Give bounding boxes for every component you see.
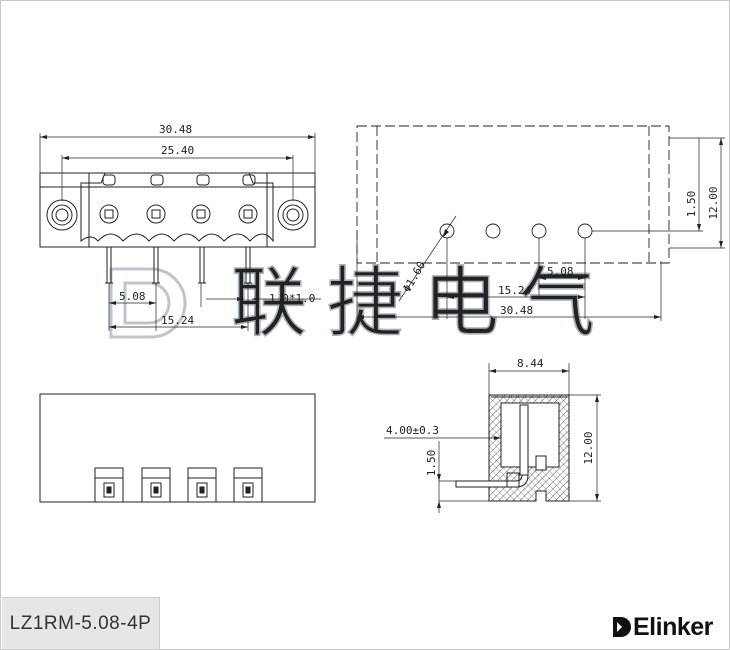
watermark-logo-icon	[109, 267, 187, 339]
screw-4	[238, 204, 258, 224]
bottom-view	[39, 393, 316, 503]
brand-logo: Elinker	[611, 613, 713, 641]
pcb-view	[356, 125, 670, 264]
front-span: 15.24	[161, 314, 194, 327]
side-height: 12.00	[707, 186, 720, 219]
model-number: LZ1RM-5.08-4P	[9, 613, 152, 634]
screw-3	[191, 204, 211, 224]
front-pin-size: 1.0*1.0	[269, 292, 315, 305]
brand-name: Elinker	[633, 612, 713, 641]
front-pins	[105, 246, 252, 284]
pcb-holes	[439, 223, 593, 239]
screw-2	[146, 204, 166, 224]
screw-1	[99, 204, 119, 224]
watermark-text: 联捷电气	[231, 258, 615, 347]
bottom-pin-1	[94, 467, 124, 503]
profile-height: 12.00	[582, 431, 595, 464]
profile-width: 8.44	[517, 357, 544, 370]
bottom-pin-2	[141, 467, 171, 503]
model-number-box: LZ1RM-5.08-4P	[2, 597, 160, 649]
watermark: 联捷电气	[109, 257, 615, 348]
front-pitch: 5.08	[119, 290, 146, 303]
front-outer-pitch: 25.40	[161, 144, 194, 157]
side-profile	[455, 394, 570, 502]
profile-pin-length: 4.00±0.3	[386, 424, 439, 437]
bottom-pin-4	[233, 467, 263, 503]
pcb-pitch: 5.08	[547, 265, 574, 278]
bottom-pin-3	[187, 467, 217, 503]
front-total-width: 30.48	[159, 123, 192, 136]
side-offset: 1.50	[685, 191, 698, 218]
pcb-total: 30.48	[500, 304, 533, 317]
pcb-span: 15.24	[498, 284, 531, 297]
front-view	[39, 172, 316, 284]
elinker-logo-icon	[613, 617, 631, 637]
profile-offset: 1.50	[425, 450, 438, 477]
